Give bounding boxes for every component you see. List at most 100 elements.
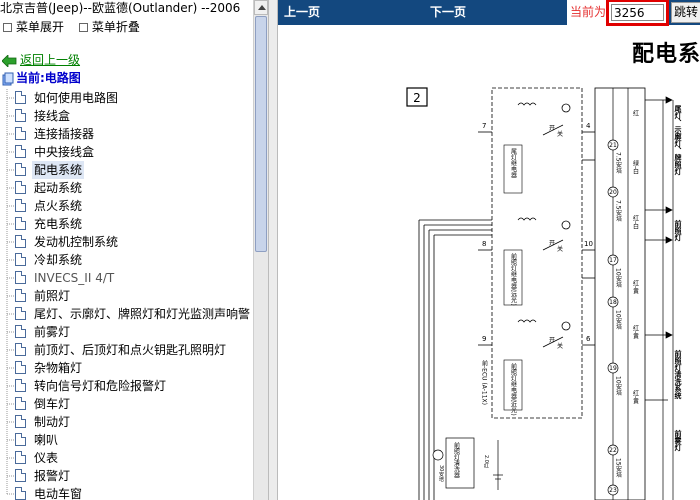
page-marker-text: 2: [413, 91, 421, 105]
menu-tree-item[interactable]: 倒车灯: [0, 395, 253, 413]
menu-tree-item[interactable]: 发动机控制系统: [0, 233, 253, 251]
menu-tree-item[interactable]: 前照灯: [0, 287, 253, 305]
svg-text:关: 关: [557, 245, 563, 253]
expand-menu-label: 菜单展开: [16, 20, 65, 34]
collapse-menu-button[interactable]: 菜单折叠: [76, 19, 140, 36]
tree-connector: [6, 179, 14, 197]
menu-tree-item-label: 制动灯: [34, 415, 71, 429]
svg-text:开: 开: [549, 337, 555, 344]
svg-text:开: 开: [549, 125, 555, 132]
prev-page-button[interactable]: 上一页: [284, 5, 321, 19]
menu-tree-item[interactable]: 前雾灯: [0, 323, 253, 341]
menu-tree-item[interactable]: 配电系统: [0, 161, 253, 179]
svg-text:红-白: 红-白: [632, 214, 639, 230]
menu-tree-item-label: 电动车窗: [34, 487, 83, 500]
tree-connector: [6, 287, 14, 305]
collapse-menu-label: 菜单折叠: [91, 20, 140, 34]
svg-text:10安培: 10安培: [615, 310, 622, 331]
document-icon: [15, 289, 26, 302]
tree-connector: [6, 251, 14, 269]
svg-text:10安培: 10安培: [615, 268, 622, 289]
tree-connector: [6, 377, 14, 395]
menu-tree-item[interactable]: 如何使用电路图: [0, 89, 253, 107]
svg-text:4: 4: [586, 122, 591, 130]
tree-connector: [6, 125, 14, 143]
washer-wire-label: 2.0红: [483, 455, 489, 468]
current-section: 当前:电路图: [2, 70, 81, 86]
tree-connector: [6, 233, 14, 251]
left-scrollbar[interactable]: [253, 0, 268, 500]
menu-tree-item[interactable]: 报警灯: [0, 467, 253, 485]
menu-tree-item[interactable]: 转向信号灯和危险报警灯: [0, 377, 253, 395]
current-page-label: 当前为: [567, 0, 609, 25]
menu-tree-item-label: 喇叭: [34, 433, 59, 447]
page-navbar: 上一页 下一页 当前为 跳转: [278, 0, 700, 26]
tree-connector: [6, 359, 14, 377]
jump-button[interactable]: 跳转: [671, 2, 700, 23]
wiring-diagram: 2: [406, 87, 683, 500]
menu-tree-item[interactable]: 电动车窗: [0, 485, 253, 500]
menu-tree-item[interactable]: 制动灯: [0, 413, 253, 431]
svg-text:19: 19: [609, 365, 617, 372]
scroll-up-arrow-icon[interactable]: [254, 0, 268, 15]
document-icon: [15, 487, 26, 500]
document-icon: [15, 145, 26, 158]
document-icon: [15, 415, 26, 428]
frame-splitter[interactable]: [268, 0, 278, 500]
tree-connector: [6, 215, 14, 233]
collapse-icon: [78, 22, 88, 32]
washer-label: 前照灯清洗器: [453, 441, 460, 479]
svg-text:红-黄: 红-黄: [632, 324, 639, 340]
svg-text:关: 关: [557, 130, 563, 138]
svg-text:23: 23: [609, 487, 617, 494]
menu-tree-item[interactable]: 中央接线盒: [0, 143, 253, 161]
menu-tree-item-label: 尾灯、示廓灯、牌照灯和灯光监测声响警: [34, 307, 251, 321]
menu-tree-item[interactable]: 喇叭: [0, 431, 253, 449]
tree-connector: [6, 395, 14, 413]
menu-tree-item[interactable]: 冷却系统: [0, 251, 253, 269]
document-icon: [15, 199, 26, 212]
svg-text:9: 9: [482, 335, 486, 343]
scrollbar-thumb[interactable]: [255, 16, 267, 252]
circuit-side-labels: 尾灯、示廓灯、牌照灯 前照灯 前照灯清洗系统 前雾灯: [674, 104, 683, 452]
menu-tree-item[interactable]: 起动系统: [0, 179, 253, 197]
menu-tree-item[interactable]: 杂物箱灯: [0, 359, 253, 377]
relay-box: [491, 87, 583, 419]
menu-tree-item[interactable]: 仪表: [0, 449, 253, 467]
menu-tree-item[interactable]: 点火系统: [0, 197, 253, 215]
washer-fuse-label: 30安培: [438, 465, 444, 483]
document-icon: [15, 91, 26, 104]
svg-text:10: 10: [584, 240, 593, 248]
expand-icon: [3, 22, 12, 32]
document-icon: [15, 271, 26, 284]
relay-label-low: 前照灯继电器(近光): [510, 362, 517, 415]
document-icon: [15, 379, 26, 392]
menu-tree-item-label: 前顶灯、后顶灯和点火钥匙孔照明灯: [34, 343, 227, 357]
fuse-ratings: 7.5安培 7.5安培 10安培 10安培 10安培 15安培: [615, 152, 622, 479]
svg-text:开: 开: [549, 240, 555, 247]
tree-connector: [6, 323, 14, 341]
svg-text:7: 7: [482, 122, 486, 130]
menu-tree-item[interactable]: 接线盒: [0, 107, 253, 125]
tree-connector: [6, 413, 14, 431]
page-number-input[interactable]: [611, 4, 664, 21]
relay-label-high: 前照灯继电器(远光): [510, 252, 517, 305]
next-page-button[interactable]: 下一页: [430, 5, 467, 19]
svg-text:前雾灯: 前雾灯: [674, 429, 683, 452]
svg-text:15安培: 15安培: [615, 458, 622, 479]
document-icon: [15, 397, 26, 410]
menu-tree-item[interactable]: 充电系统: [0, 215, 253, 233]
tree-connector: [6, 485, 14, 495]
menu-tree-item[interactable]: 尾灯、示廓灯、牌照灯和灯光监测声响警: [0, 305, 253, 323]
menu-tree-item[interactable]: 连接插接器: [0, 125, 253, 143]
back-link[interactable]: 返回上一级: [2, 52, 80, 68]
document-icon: [15, 181, 26, 194]
menu-tree-item-label: 倒车灯: [34, 397, 71, 411]
document-icon: [15, 451, 26, 464]
expand-menu-button[interactable]: 菜单展开: [0, 19, 64, 36]
menu-tree-item[interactable]: INVECS_II 4/T: [0, 269, 253, 287]
tree-connector: [6, 467, 14, 485]
right-content-frame: 上一页 下一页 当前为 跳转 配电系统 2: [278, 0, 700, 500]
menu-tree-item[interactable]: 前顶灯、后顶灯和点火钥匙孔照明灯: [0, 341, 253, 359]
menu-tree-item-label: 仪表: [34, 451, 59, 465]
